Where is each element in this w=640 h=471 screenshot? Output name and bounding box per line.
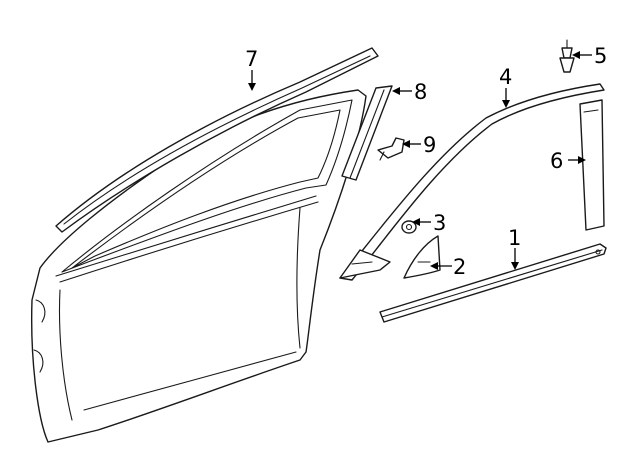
- callout-number: 3: [433, 211, 446, 235]
- callout-4: 4: [499, 65, 512, 108]
- callout-number: 7: [245, 47, 258, 71]
- callout-number: 8: [414, 80, 427, 104]
- part-5-fastener: [559, 39, 575, 73]
- callout-5: 5: [572, 44, 607, 68]
- callout-9: 9: [402, 133, 436, 157]
- part-6-pillar-applique: [579, 99, 605, 231]
- callout-number: 5: [594, 44, 607, 68]
- part-2-corner-pad: [403, 235, 441, 279]
- callout-number: 1: [508, 226, 521, 250]
- part-1-belt-molding: [379, 243, 607, 323]
- part-4-front-molding: [339, 83, 605, 281]
- callout-number: 6: [550, 149, 563, 173]
- callout-number: 2: [453, 255, 466, 279]
- part-3-grommet: [401, 220, 417, 234]
- part-7-frame-molding: [55, 47, 379, 233]
- front-door-shell: [31, 89, 367, 443]
- callout-number: 9: [423, 133, 436, 157]
- callout-2: 2: [430, 255, 466, 279]
- callout-6: 6: [550, 149, 586, 173]
- callout-3: 3: [412, 211, 446, 235]
- part-8-pillar-garnish: [341, 85, 393, 181]
- callout-8: 8: [392, 80, 427, 104]
- callout-7: 7: [245, 47, 258, 91]
- callout-1: 1: [508, 226, 521, 270]
- part-9-clip: [377, 137, 405, 161]
- callout-number: 4: [499, 65, 512, 89]
